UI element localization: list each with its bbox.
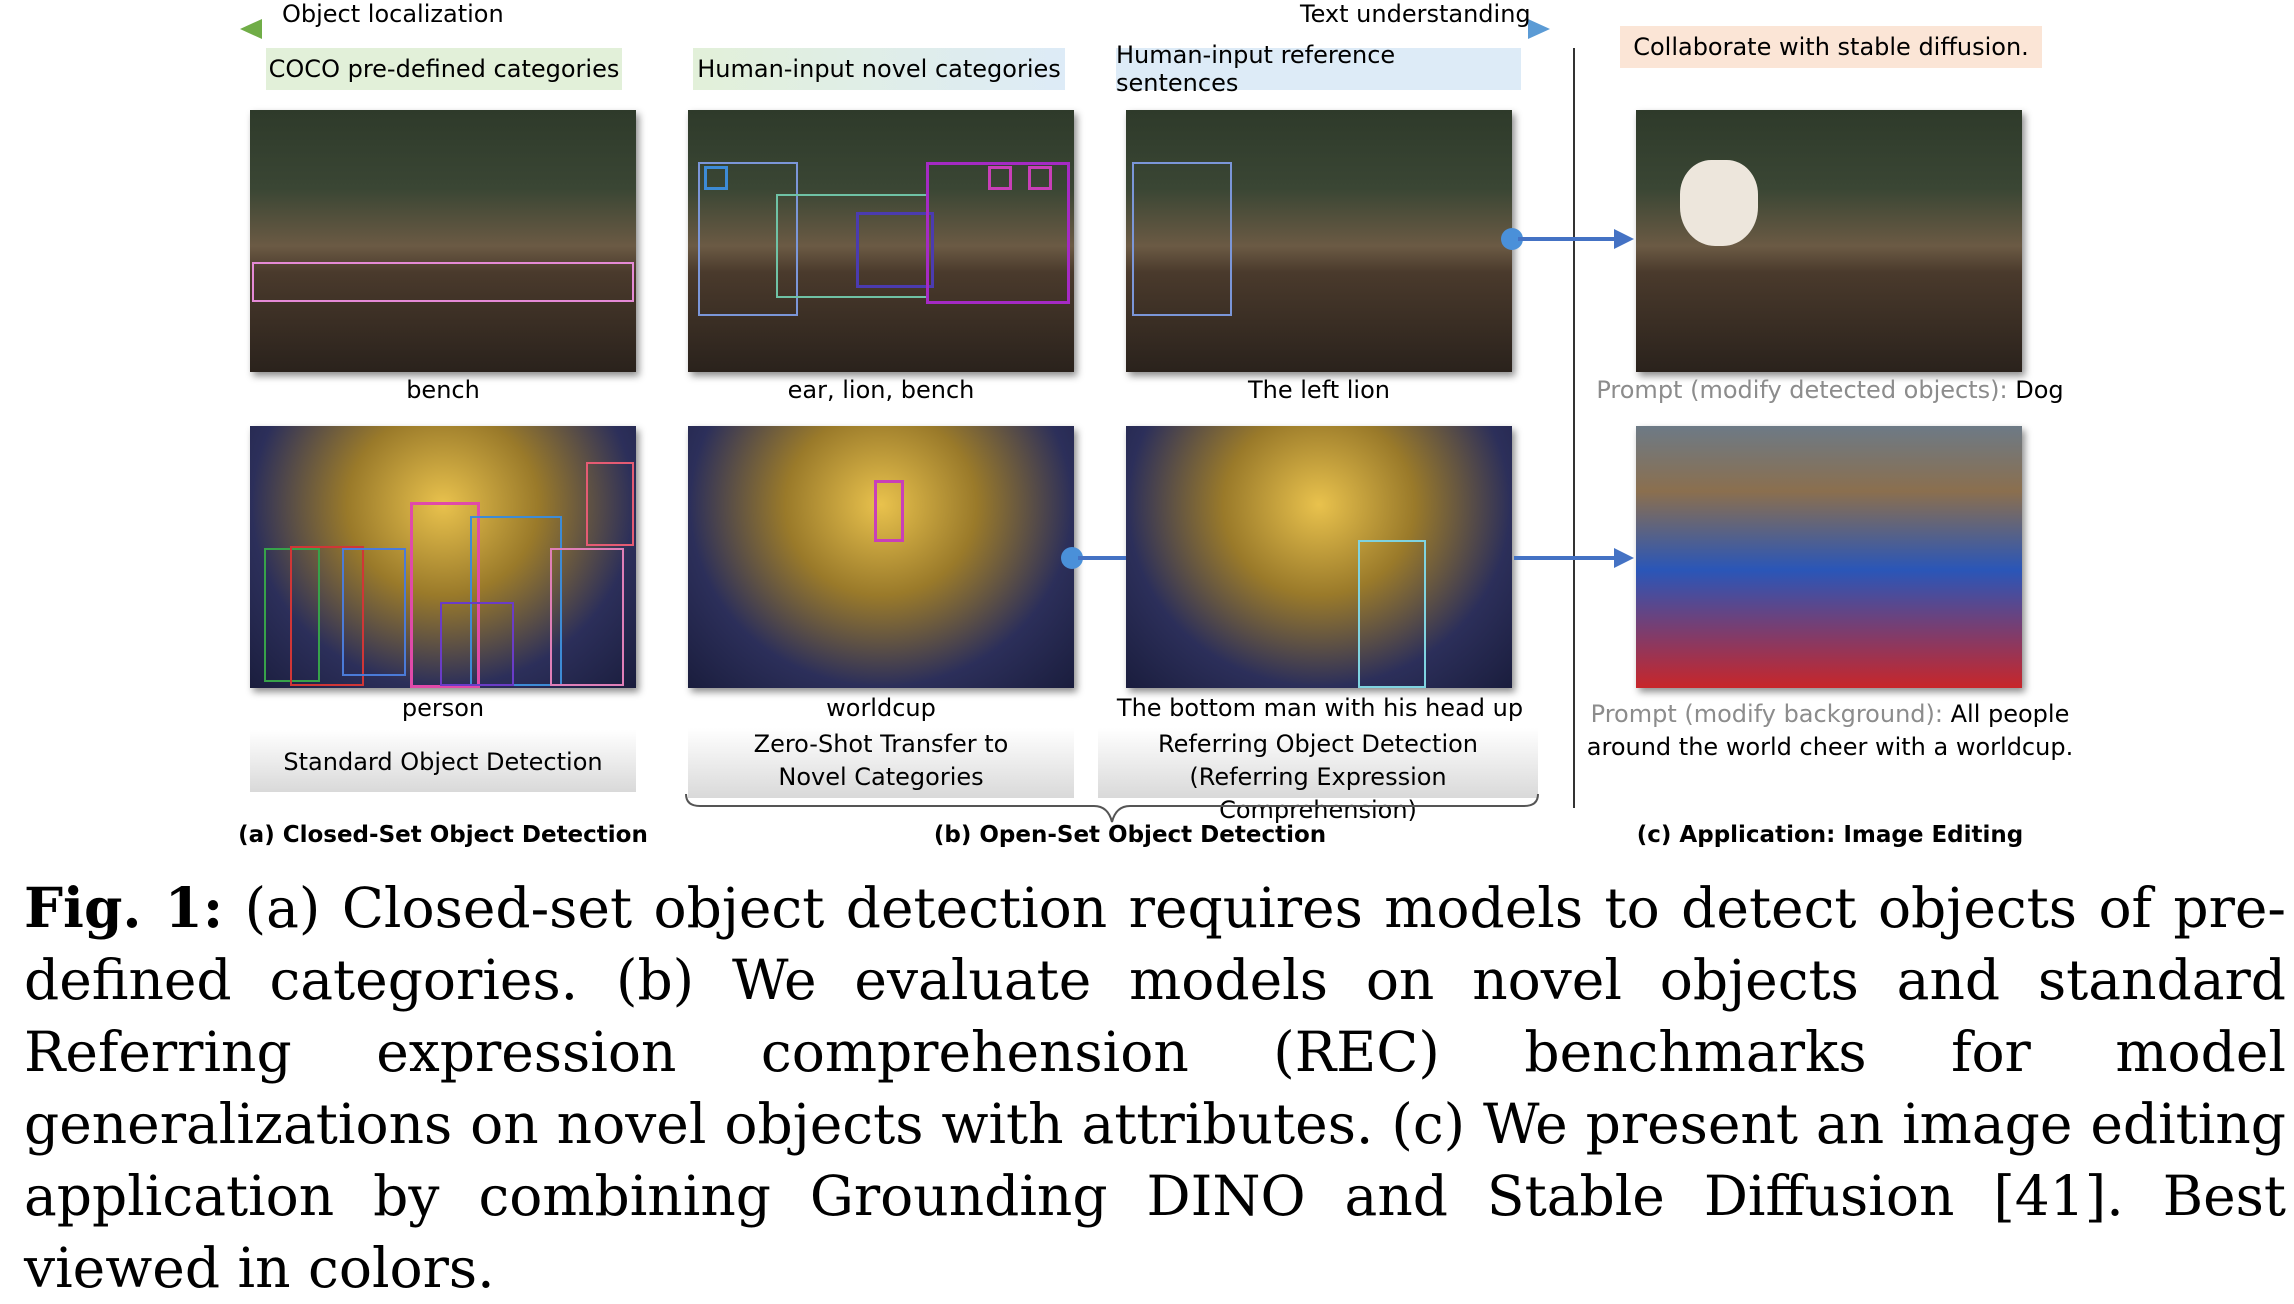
object-localization-label: Object localization [282,0,504,28]
background-prompt-value-2: around the world cheer with a worldcup. [1586,733,2074,761]
row2-flow-arrow [1061,547,1634,569]
worldcup-bbox [874,480,904,542]
row1-flow-arrow [1501,228,1634,250]
ear-bbox-1 [704,166,728,190]
open-set-section-label: (b) Open-Set Object Detection [933,822,1327,848]
zero-shot-label: Zero-Shot Transfer to Novel Categories [688,728,1074,794]
referring-line-1: Referring Object Detection [1157,730,1478,758]
left-lion-caption: The left lion [1248,376,1390,404]
open-set-brace [685,793,1539,823]
person-bbox-1 [264,548,320,682]
dog-prompt-value: Dog [2015,376,2064,404]
referring-box [1098,728,1538,798]
lions-image-novel [688,110,1074,372]
lions-image-closed-set [250,110,636,372]
person-bbox-6 [550,548,624,686]
ear-bbox-2 [988,166,1012,190]
localization-understanding-arrow [240,19,1550,39]
lion-bbox-4 [926,162,1070,304]
figure-caption-text: (a) Closed-set object detection requires… [24,876,2286,1300]
worldcup-caption: worldcup [826,694,936,722]
closed-set-section-label: (a) Closed-Set Object Detection [238,822,648,848]
dog-prompt-caption: Prompt (modify detected objects): Dog [1590,374,2070,407]
bench-bbox [252,262,634,302]
text-understanding-label: Text understanding [1300,0,1531,28]
background-prompt-caption: Prompt (modify background): All people a… [1560,698,2100,764]
image-editing-section-label: (c) Application: Image Editing [1636,822,2024,848]
left-lion-bbox [1132,162,1232,316]
person-bbox-3 [342,548,406,676]
person-caption: person [401,694,485,722]
reference-sentences-tag: Human-input reference sentences [1116,41,1521,97]
worldcup-image-closed-set [250,426,636,688]
bench-caption: bench [406,376,480,404]
person-bbox-4 [410,502,480,688]
worldcup-image-novel [688,426,1074,688]
coco-categories-tag: COCO pre-defined categories [266,48,622,90]
ear-bbox-3 [1028,166,1052,190]
bottom-man-caption: The bottom man with his head up [1116,694,1524,722]
person-bbox-7 [586,462,634,546]
bottom-man-bbox [1358,540,1426,688]
person-bbox-5 [470,516,562,686]
novel-categories-tag: Human-input novel categories [693,48,1065,90]
crowd-image-edited [1636,426,2022,688]
lions-image-edited [1636,110,2022,372]
background-prompt-label: Prompt (modify background): [1590,700,1951,728]
background-prompt-value-1: All people [1950,700,2070,728]
standard-detection-box [250,730,636,792]
worldcup-image-referring [1126,426,1512,688]
dog-head [1680,160,1758,246]
lion-bbox-3 [856,212,934,288]
section-divider [1573,48,1575,808]
figure-label: Fig. 1: [24,875,224,940]
zero-shot-line-1: Zero-Shot Transfer to [753,730,1009,758]
person-bbox-8 [440,602,514,686]
referring-label: Referring Object Detection (Referring Ex… [1090,728,1546,827]
standard-detection-label: Standard Object Detection [283,748,603,776]
referring-line-2: (Referring Expression Comprehension) [1189,763,1447,824]
person-bbox-2 [290,546,364,686]
lions-image-referring [1126,110,1512,372]
ear-lion-bench-caption: ear, lion, bench [787,376,975,404]
collaborate-tag: Collaborate with stable diffusion. [1620,26,2042,68]
zero-shot-line-2: Novel Categories [778,763,984,791]
dog-prompt-label: Prompt (modify detected objects): [1596,376,2016,404]
figure-caption: Fig. 1: (a) Closed-set object detection … [24,872,2286,1304]
lion-bbox-1 [698,162,798,316]
zero-shot-box [688,728,1074,798]
